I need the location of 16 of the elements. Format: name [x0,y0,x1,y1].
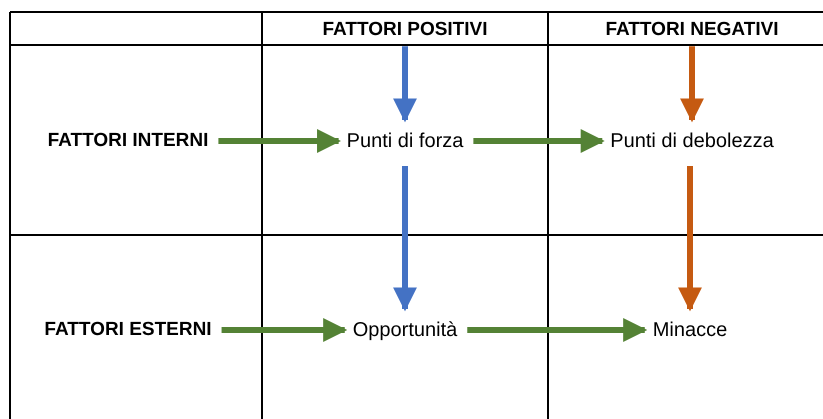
factor-label: Opportunità [352,315,458,345]
arrow [393,166,417,312]
header-label: FATTORI POSITIVI [322,16,488,44]
header-label: FATTORI NEGATIVI [605,16,779,44]
factor-label: Minacce [652,315,728,345]
arrow [473,129,605,153]
factor-label: Punti di debolezza [610,126,774,156]
arrow [218,129,342,153]
factor-label: Punti di forza [346,126,464,156]
arrow [680,46,704,122]
header-label: FATTORI INTERNI [48,126,208,156]
arrow [467,318,648,342]
arrow [222,318,348,342]
header-label: FATTORI ESTERNI [44,316,212,344]
arrow [678,166,702,312]
arrow [393,46,417,122]
